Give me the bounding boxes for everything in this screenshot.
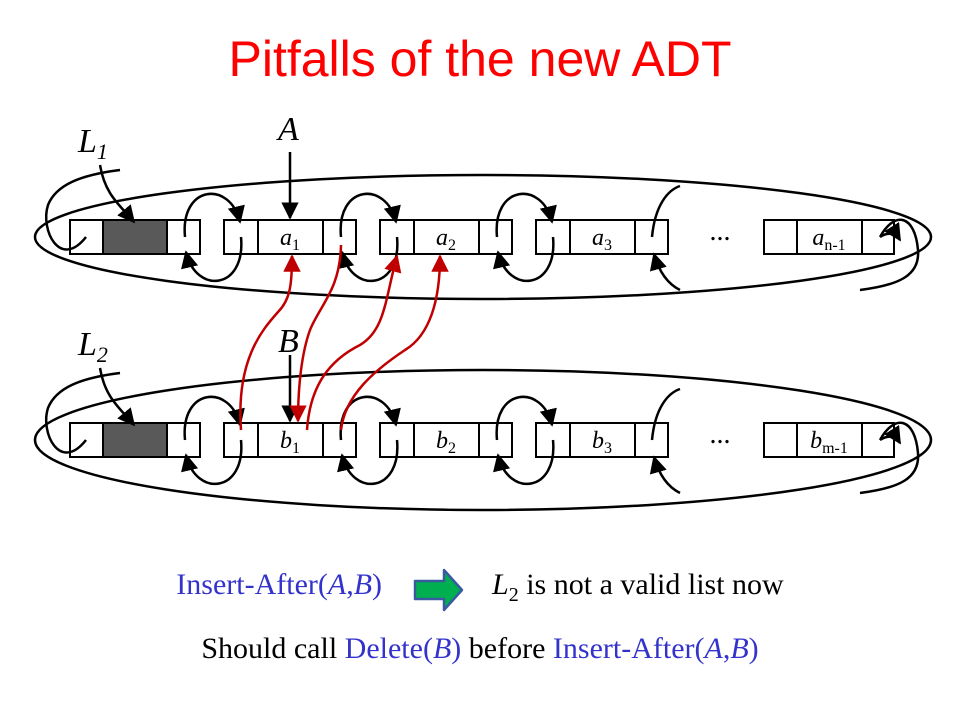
list-2 [33,355,933,512]
red-link [339,254,449,431]
list-1 [33,152,933,301]
head-pointer [879,425,902,445]
red-link [305,254,402,431]
wrap-link [45,371,121,454]
statement-line-2: Should call Delete(B) before Insert-Afte… [201,632,759,665]
ellipsis-1: ... [710,216,731,247]
list-1-ring [33,173,933,301]
prev-link [181,236,243,283]
prev-link [649,455,681,495]
next-link [495,192,557,238]
node-label-a1: a1 [280,225,300,254]
head-pointer [879,222,902,242]
next-link [339,192,401,238]
node-label-b1: b1 [280,428,300,457]
list-2-ring [33,368,933,512]
prev-link [493,236,555,283]
prev-link [493,439,555,486]
head-pointer [98,367,136,427]
prev-link [337,236,399,283]
statement-line-1: Insert-After(A,B) L2 is not a valid list … [0,568,960,607]
node-label-a2: a2 [436,225,456,254]
red-link [239,254,301,431]
node-label-b2: b2 [436,428,456,457]
pointer-a-label: A [276,111,299,148]
next-link [183,192,245,238]
node-a3 [535,219,669,255]
insert-after-call-2: Insert-After(A,B) [552,632,759,665]
prev-link [649,252,681,292]
head-pointer [98,164,136,224]
node-label-b3: b3 [592,428,612,457]
slide-title: Pitfalls of the new ADT [228,31,732,87]
list-2-label: L2 [77,326,108,367]
next-link [650,184,681,238]
node-b1 [223,422,357,458]
node-b3 [535,422,669,458]
next-link [495,395,557,441]
node-label-a-last: an-1 [812,225,845,254]
prev-link [337,439,399,486]
node-a-last [763,219,895,255]
implies-arrow-icon [413,568,464,612]
delete-call: Delete(B) [344,632,462,665]
prev-link [181,439,243,486]
wrap-link [859,218,920,292]
next-link [183,395,245,441]
red-link [289,244,343,423]
result-statement: L2 is not a valid list now [492,568,784,606]
corrupted-links [239,244,449,431]
insert-after-call: Insert-After(A,B) [176,568,383,601]
next-link [650,387,681,441]
node-a2 [379,219,513,255]
pointer-b-label: B [278,323,299,360]
sentinel-node-2 [69,422,201,458]
node-b2 [379,422,513,458]
wrap-link [859,421,920,495]
node-label-b-last: bm-1 [810,428,848,457]
list-1-label: L1 [77,123,108,164]
wrap-link [45,168,121,251]
sentinel-node-1 [69,219,201,255]
node-label-a3: a3 [592,225,612,254]
ellipsis-2: ... [710,419,731,450]
node-a1 [223,219,357,255]
